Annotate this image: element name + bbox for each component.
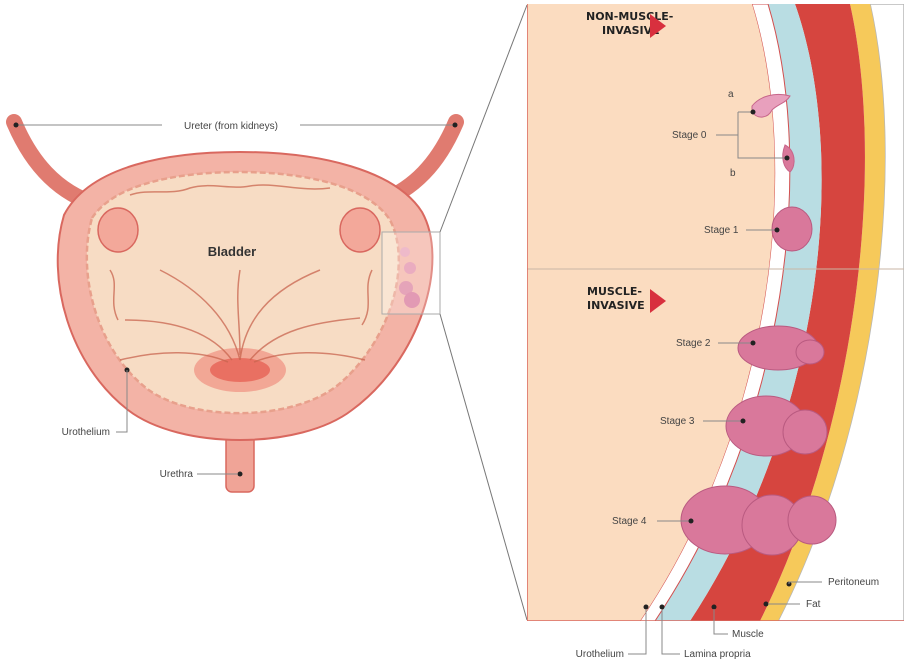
svg-text:NON-MUSCLE-: NON-MUSCLE- — [586, 10, 673, 23]
ureter-orifice-right — [340, 208, 380, 252]
svg-text:INVASIVE: INVASIVE — [587, 299, 645, 312]
stage2-label: Stage 2 — [676, 338, 711, 349]
urothelium-bottom-label: Urothelium — [576, 649, 624, 660]
stage1-label: Stage 1 — [704, 225, 739, 236]
stage0-label: Stage 0 — [672, 130, 707, 141]
bladder-wall-cross-section: NON-MUSCLE- INVASIVE MUSCLE- INVASIVE — [527, 4, 904, 660]
bladder-title: Bladder — [208, 244, 256, 259]
urethra-label: Urethra — [160, 469, 194, 480]
bladder-neck-center — [210, 358, 270, 382]
stage0-sub-b-label: b — [730, 168, 736, 179]
fat-label: Fat — [806, 599, 821, 610]
zoom-line-bottom — [440, 314, 527, 620]
peritoneum-label: Peritoneum — [828, 577, 879, 588]
urothelium-left-label: Urothelium — [62, 427, 110, 438]
bladder-illustration: Ureter (from kidneys) Bladder Urothelium… — [14, 5, 528, 620]
ureter-orifice-left — [98, 208, 138, 252]
muscle-label: Muscle — [732, 629, 764, 640]
stage4-label: Stage 4 — [612, 516, 647, 527]
ureter-label: Ureter (from kidneys) — [184, 121, 278, 132]
zoom-region-box — [382, 232, 440, 314]
stage0-sub-a-label: a — [728, 89, 734, 100]
svg-text:MUSCLE-: MUSCLE- — [587, 285, 642, 298]
lamina-propria-label: Lamina propria — [684, 649, 751, 660]
stage3-label: Stage 3 — [660, 416, 695, 427]
